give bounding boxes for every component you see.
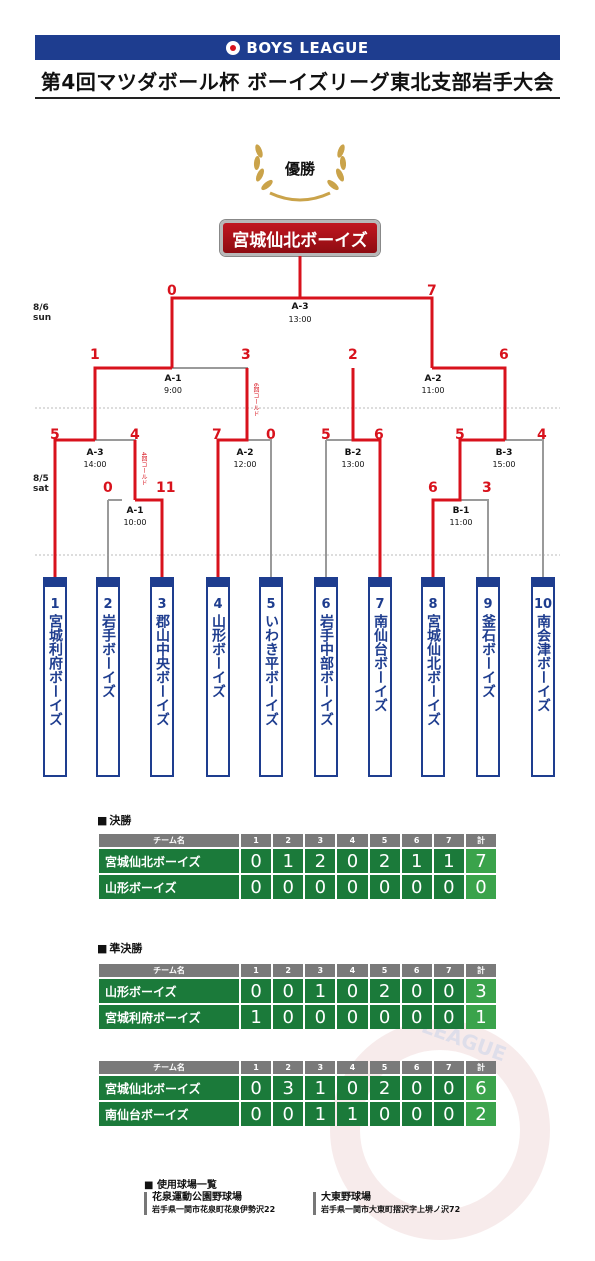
game-time: 13:00 [288, 315, 312, 324]
game-code: B-1 [452, 506, 470, 516]
called-game-note: 4回コールド [140, 452, 147, 486]
score: 6 [499, 347, 509, 363]
page-title: 第4回マツダボール杯 ボーイズリーグ東北支部岩手大会 [40, 70, 555, 94]
champion-label: 優勝 [284, 160, 315, 178]
venue-item: 花泉運動公園野球場 岩手県一関市花泉町花泉伊勢沢22 [144, 1192, 275, 1215]
game-time: 11:00 [449, 518, 473, 527]
game-time: 11:00 [421, 386, 445, 395]
game-code: A-2 [236, 448, 254, 458]
score: 0 [266, 427, 276, 443]
game-code: A-3 [86, 448, 104, 458]
score: 1 [90, 347, 100, 363]
game-time: 9:00 [164, 386, 182, 395]
champion-team: 宮城仙北ボーイズ [220, 220, 380, 256]
score: 4 [130, 427, 140, 443]
game-time: 10:00 [123, 518, 147, 527]
game-code: A-1 [164, 374, 182, 384]
score: 0 [167, 283, 177, 299]
game-code: B-2 [344, 448, 362, 458]
game-code: B-3 [495, 448, 513, 458]
score: 4 [537, 427, 547, 443]
score: 3 [482, 480, 492, 496]
score: 2 [348, 347, 358, 363]
venue-section-title: ■ 使用球場一覧 [144, 1180, 217, 1191]
score: 11 [156, 480, 176, 496]
semi-section-title: 準決勝 [97, 940, 142, 956]
title-divider [35, 97, 560, 99]
score: 5 [321, 427, 331, 443]
game-code: A-1 [126, 506, 144, 516]
game-code: A-2 [424, 374, 442, 384]
bracket-lines [35, 256, 560, 577]
final-section-title: 決勝 [97, 812, 131, 828]
game-time: 14:00 [83, 460, 107, 469]
league-banner: BOYS LEAGUE [35, 35, 560, 60]
called-game-note: 6回コールド [252, 383, 259, 417]
game-time: 13:00 [341, 460, 365, 469]
score: 7 [212, 427, 222, 443]
venue-item: 大東野球場 岩手県一関市大東町摺沢字上堺ノ沢72 [313, 1192, 460, 1215]
score: 7 [427, 283, 437, 299]
league-logo-icon [226, 40, 241, 55]
laurel-icon [253, 144, 347, 202]
score: 0 [103, 480, 113, 496]
score: 3 [241, 347, 251, 363]
score: 5 [455, 427, 465, 443]
score: 6 [428, 480, 438, 496]
game-time: 15:00 [492, 460, 516, 469]
score: 5 [50, 427, 60, 443]
score: 6 [374, 427, 384, 443]
game-code: A-3 [291, 302, 309, 312]
league-name: BOYS LEAGUE [246, 38, 369, 57]
game-time: 12:00 [233, 460, 257, 469]
